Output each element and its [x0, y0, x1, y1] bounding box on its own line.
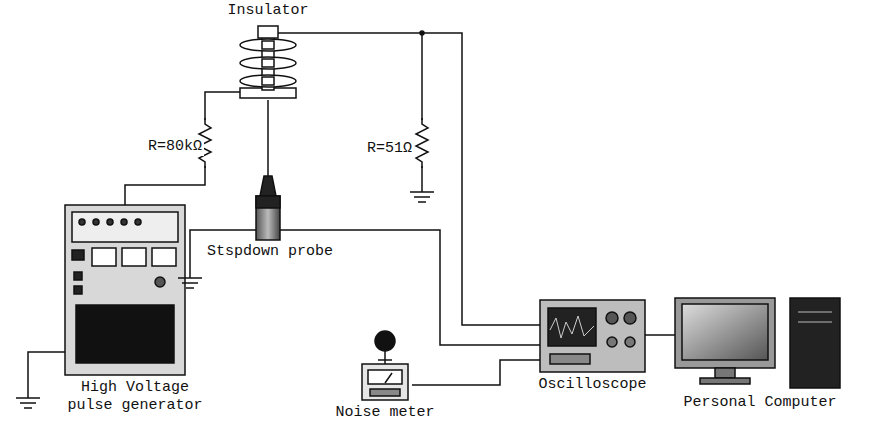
noise-meter-node: Noise meter: [358, 330, 412, 402]
wire-line: [296, 33, 540, 325]
wire-connector: [296, 33, 540, 325]
equipment-label: Noise meter: [325, 404, 445, 422]
wire-line: [267, 100, 269, 160]
resistor-value: R=51Ω: [365, 140, 414, 158]
wire-line: [412, 360, 540, 385]
wire-connector: [412, 360, 540, 385]
wire-line: [645, 334, 675, 336]
probe-drawing: [256, 160, 280, 240]
equipment-label: High Voltage pulse generator: [60, 379, 210, 415]
wire-connector: [125, 92, 240, 205]
oscilloscope-node: Oscilloscope: [540, 300, 645, 372]
ground-symbol: [16, 352, 65, 408]
resistor-value: R=80kΩ: [146, 138, 204, 156]
wire-connector: [268, 100, 269, 160]
insulator-drawing: [240, 26, 296, 98]
computer-drawing: [675, 298, 840, 388]
equipment-label: Oscilloscope: [530, 376, 655, 394]
oscilloscope-drawing: [540, 300, 645, 372]
generator-node: High Voltage pulse generator: [65, 205, 185, 375]
equipment-label: Personal Computer: [675, 394, 845, 412]
shunt-wire: [410, 31, 434, 202]
insulator-node: Insulator: [240, 26, 296, 100]
wire-connector: [645, 335, 675, 336]
probe-node: Stspdown probe: [256, 160, 280, 240]
noise-meter-drawing: [362, 331, 408, 400]
pulse-generator-drawing: [65, 205, 185, 375]
computer-node: Personal Computer: [675, 298, 842, 388]
resistor-symbol: [414, 118, 430, 168]
wire-line: [125, 92, 240, 205]
equipment-label: Stspdown probe: [205, 243, 335, 261]
equipment-label: Insulator: [220, 2, 316, 20]
